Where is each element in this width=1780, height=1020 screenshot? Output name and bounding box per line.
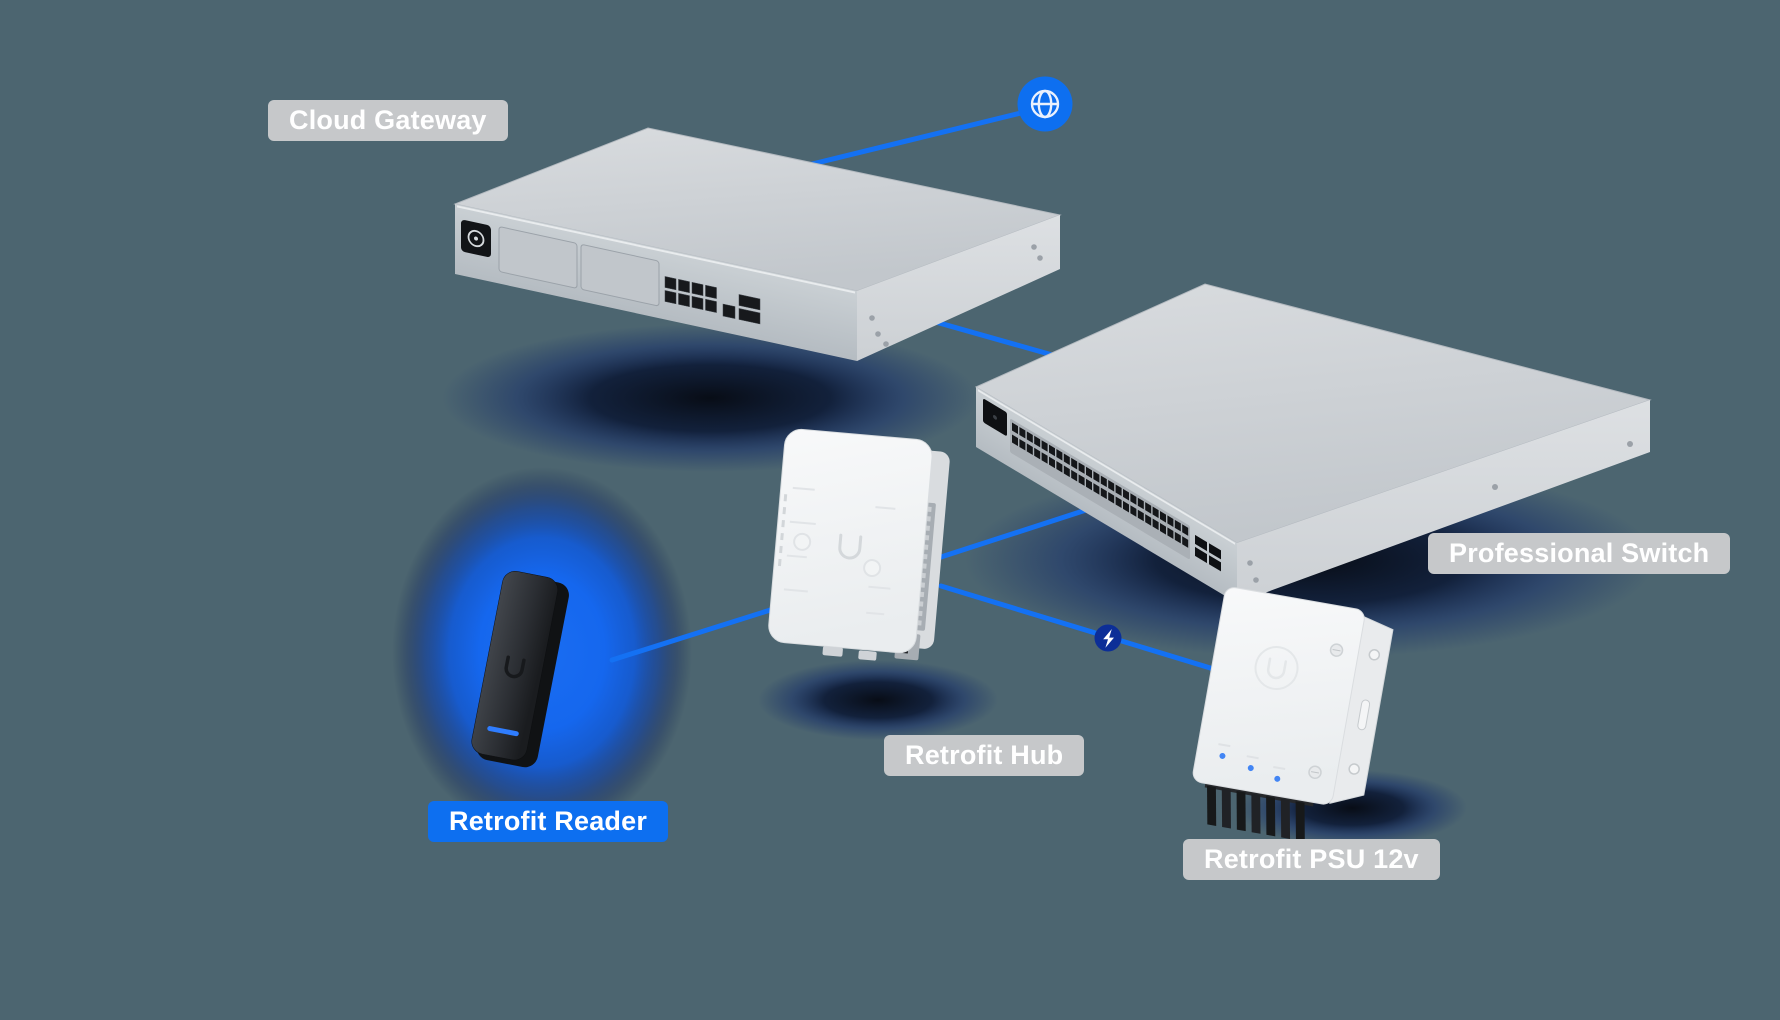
reader-ubiquiti-logo: [504, 655, 526, 679]
hub-shadow: [758, 660, 998, 740]
link-internet-gateway: [797, 110, 1024, 170]
switch-ethernet-ports: [1012, 422, 1189, 548]
psu-status-leds: [1218, 743, 1286, 782]
psu-face-screws: [1308, 643, 1344, 780]
gateway-drive-bay: [580, 244, 660, 307]
device-retrofit-reader[interactable]: [469, 569, 572, 769]
psu-ubiquiti-logo: [1266, 657, 1288, 680]
device-retrofit-hub[interactable]: [766, 428, 951, 666]
psu-logo-ring: [1254, 646, 1299, 691]
switch-sfp-ports: [1195, 534, 1221, 572]
hub-ubiquiti-logo: [838, 533, 863, 560]
hub-print-labels: [783, 486, 896, 616]
gateway-drive-bay: [498, 226, 578, 289]
gateway-screws: [869, 244, 1043, 347]
globe-icon: [1017, 76, 1073, 132]
device-retrofit-psu[interactable]: [1185, 586, 1396, 850]
device-cloud-gateway[interactable]: [453, 127, 1062, 361]
switch-screws: [1247, 441, 1633, 583]
label-cloud-gateway[interactable]: Cloud Gateway: [268, 100, 508, 141]
gateway-ethernet-ports: [664, 276, 761, 325]
label-professional-switch[interactable]: Professional Switch: [1428, 533, 1731, 574]
device-professional-switch[interactable]: [974, 283, 1652, 603]
link-hub-psu: [938, 583, 1233, 677]
label-retrofit-reader[interactable]: Retrofit Reader: [428, 801, 669, 842]
label-retrofit-psu-12v[interactable]: Retrofit PSU 12v: [1183, 839, 1440, 880]
link-hub-reader: [609, 603, 786, 663]
reader-led-bar: [487, 726, 519, 737]
label-retrofit-hub[interactable]: Retrofit Hub: [884, 735, 1085, 776]
hub-vents: [777, 494, 788, 567]
lightning-icon: [1094, 624, 1122, 652]
